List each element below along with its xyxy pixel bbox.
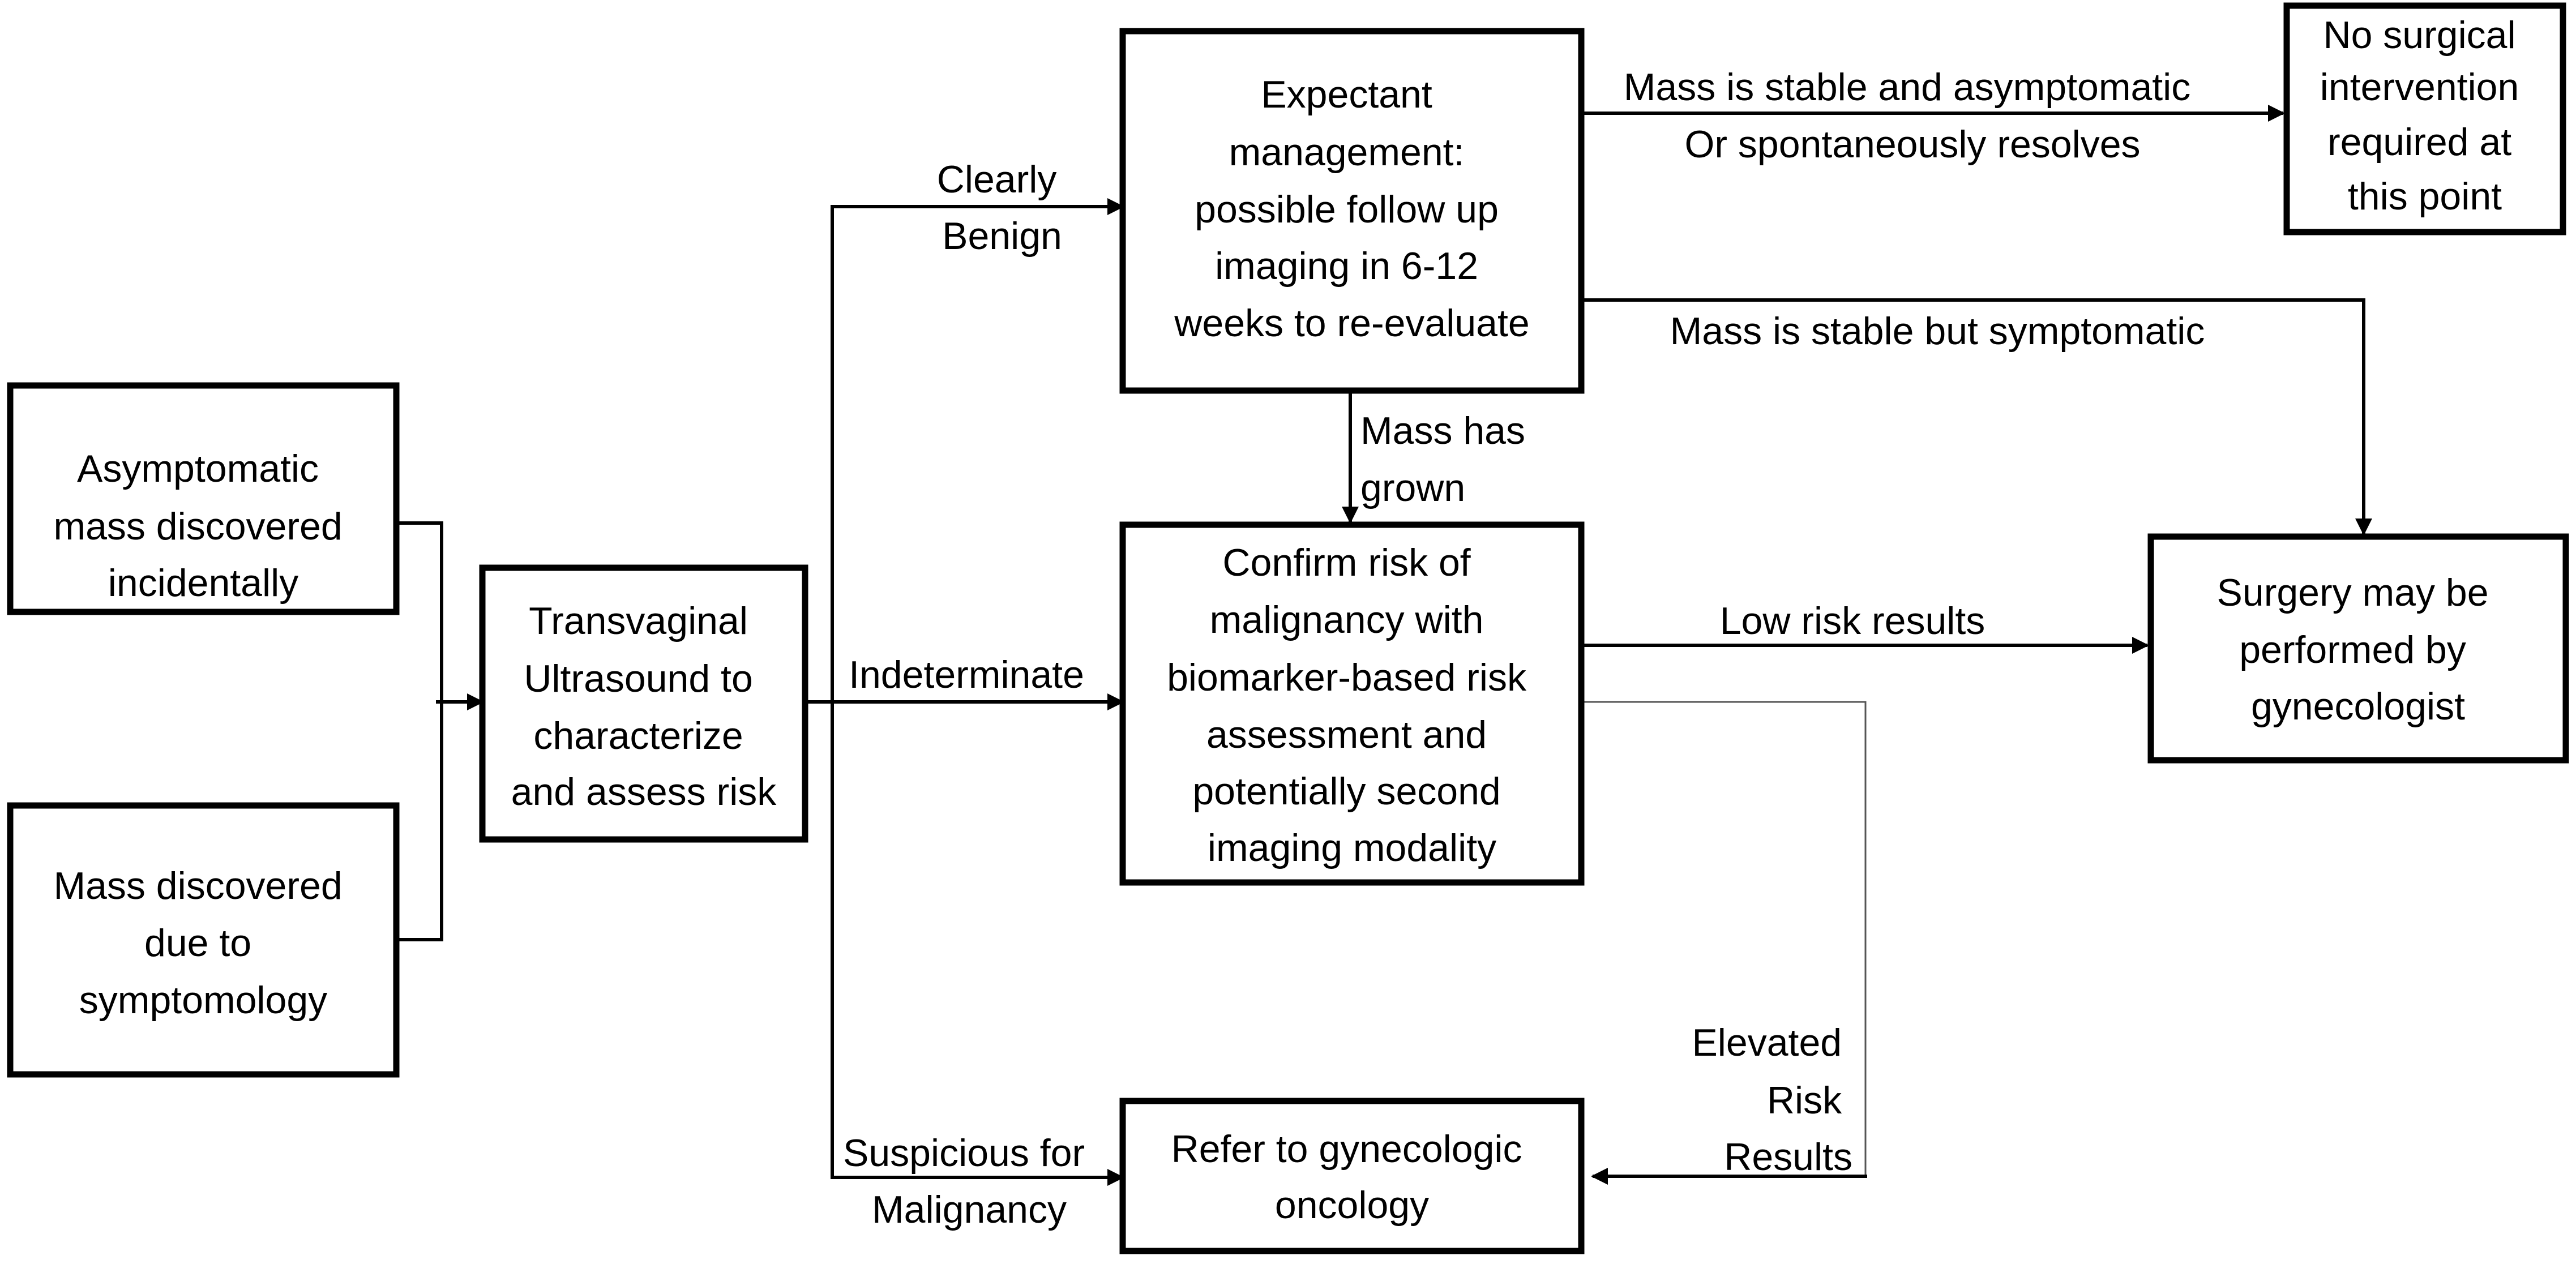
edge-label-line: Elevated (1692, 1021, 1842, 1064)
arrow-stable-symptomatic (1581, 298, 2372, 535)
no-surgery-text: No surgical intervention required at thi… (2320, 14, 2530, 218)
label-stable-asymptomatic: Mass is stable and asymptomatic Or spont… (1624, 66, 2201, 166)
asymptomatic-box (7, 382, 400, 615)
tvus-text: Transvaginal Ultrasound to characterize … (511, 599, 777, 813)
edge-label-line: Risk (1767, 1079, 1842, 1122)
tvus-line: Transvaginal (529, 599, 748, 642)
surgery-text: Surgery may be performed by gynecologist (2217, 571, 2500, 728)
symptomatic-line: due to (144, 922, 251, 965)
edge-label-line: Mass is stable but symptomatic (1670, 310, 2205, 353)
no-surgery-box (2283, 2, 2566, 235)
symptomatic-box (7, 802, 400, 1078)
edge-label-line: Malignancy (872, 1188, 1067, 1231)
label-suspicious: Suspicious for Malignancy (843, 1132, 1096, 1231)
asymptomatic-line: Asymptomatic (77, 447, 319, 490)
connector-asymptomatic-bracket (396, 521, 443, 702)
no-surgery-line: required at (2327, 121, 2511, 164)
tvus-line: characterize (533, 714, 743, 757)
surgery-line: gynecologist (2251, 685, 2465, 728)
confirm-line: biomarker-based risk (1167, 656, 1527, 699)
expectant-line: possible follow up (1195, 188, 1499, 231)
refer-line: Refer to gynecologic (1171, 1128, 1522, 1171)
expectant-line: weeks to re-evaluate (1174, 302, 1529, 345)
edge-label-line: Mass has (1360, 409, 1525, 452)
confirm-text: Confirm risk of malignancy with biomarke… (1167, 541, 1537, 869)
edge-label-line: Indeterminate (849, 653, 1084, 696)
label-stable-symptomatic: Mass is stable but symptomatic (1670, 310, 2205, 353)
surgery-box (2147, 533, 2569, 764)
no-surgery-line: No surgical (2323, 14, 2515, 57)
label-elevated-risk: Elevated Risk Results (1692, 1021, 1852, 1179)
symptomatic-line: Mass discovered (53, 864, 342, 907)
confirm-line: potentially second (1192, 770, 1500, 813)
confirm-line: assessment and (1206, 713, 1487, 756)
connector-elevated-risk (1581, 701, 1867, 1176)
symptomatic-line: symptomology (79, 979, 327, 1022)
edge-label-line: grown (1360, 466, 1465, 509)
edge-label-line: Benign (942, 215, 1062, 258)
tvus-box (479, 564, 808, 843)
expectant-line: management: (1229, 131, 1465, 174)
edge-label-line: Results (1724, 1136, 1852, 1179)
surgery-line: performed by (2239, 628, 2466, 671)
edge-label-line: Or spontaneously resolves (1684, 123, 2140, 166)
confirm-line: imaging modality (1208, 826, 1496, 869)
label-clearly-benign: Clearly Benign (937, 158, 1068, 258)
symptomatic-text: Mass discovered due to symptomology (53, 864, 353, 1022)
no-surgery-line: intervention (2320, 66, 2519, 109)
expectant-text: Expectant management: possible follow up… (1174, 73, 1529, 345)
edge-label-line: Suspicious for (843, 1132, 1085, 1175)
tvus-line: and assess risk (511, 770, 777, 813)
tvus-line: Ultrasound to (524, 657, 752, 700)
edge-label-line: Low risk results (1720, 599, 1986, 642)
confirm-box (1119, 521, 1585, 886)
asymptomatic-text: Asymptomatic mass discovered incidentall… (53, 447, 353, 605)
refer-line: oncology (1275, 1184, 1429, 1227)
asymptomatic-line: incidentally (108, 562, 298, 605)
expectant-box (1119, 28, 1585, 394)
connector-symptomatic-bracket (396, 702, 443, 941)
expectant-line: imaging in 6-12 (1215, 245, 1478, 288)
no-surgery-line: this point (2348, 175, 2502, 218)
label-mass-grown: Mass has grown (1360, 409, 1536, 509)
confirm-line: malignancy with (1210, 598, 1484, 641)
label-low-risk: Low risk results (1720, 599, 1986, 642)
expectant-line: Expectant (1261, 73, 1432, 116)
asymptomatic-line: mass discovered (53, 505, 342, 548)
confirm-line: Confirm risk of (1222, 541, 1470, 584)
edge-label-line: Clearly (937, 158, 1057, 201)
label-indeterminate: Indeterminate (849, 653, 1084, 696)
edge-label-line: Mass is stable and asymptomatic (1624, 66, 2191, 109)
refer-text: Refer to gynecologic oncology (1171, 1128, 1533, 1227)
surgery-line: Surgery may be (2217, 571, 2489, 614)
refer-box (1119, 1098, 1585, 1254)
